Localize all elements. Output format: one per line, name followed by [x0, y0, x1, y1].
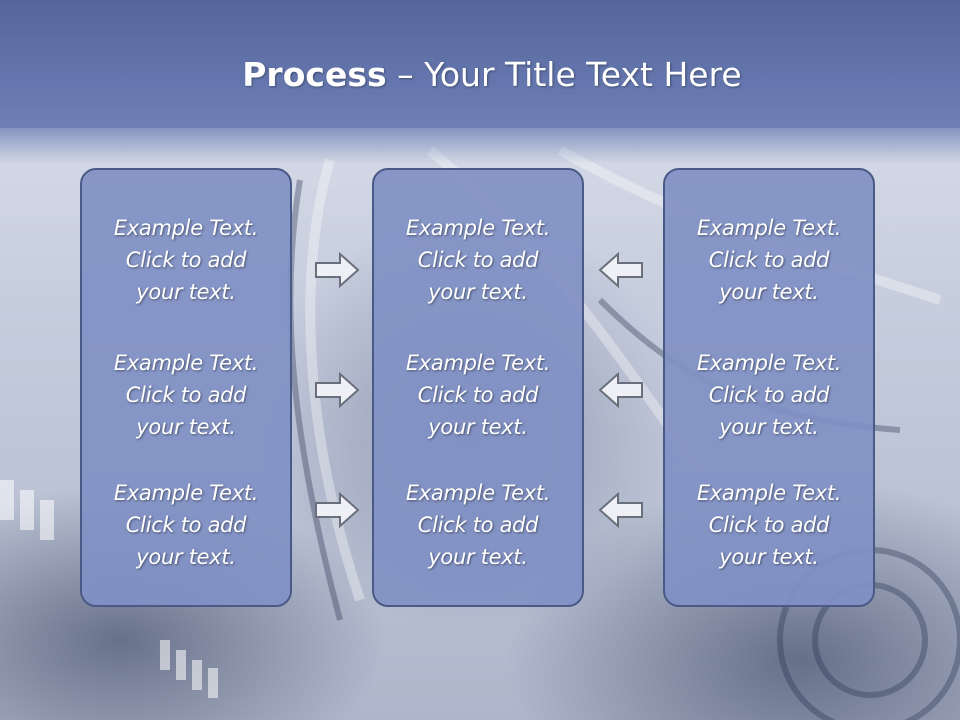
- text-placeholder[interactable]: Example Text. Click to add your text.: [665, 212, 873, 308]
- right-arrow-icon: [315, 252, 360, 288]
- right-arrow-icon: [315, 372, 360, 408]
- title-bar: [0, 0, 960, 128]
- text-line: Click to add: [125, 248, 247, 272]
- text-line: Example Text.: [113, 351, 259, 375]
- slide-title-text: – Your Title Text Here: [386, 55, 742, 94]
- process-box-right[interactable]: Example Text. Click to add your text. Ex…: [663, 168, 875, 607]
- text-placeholder[interactable]: Example Text. Click to add your text.: [82, 477, 290, 573]
- text-placeholder[interactable]: Example Text. Click to add your text.: [374, 477, 582, 573]
- text-line: your text.: [136, 415, 236, 439]
- text-line: Example Text.: [405, 216, 551, 240]
- text-line: your text.: [719, 415, 819, 439]
- text-placeholder[interactable]: Example Text. Click to add your text.: [665, 347, 873, 443]
- text-placeholder[interactable]: Example Text. Click to add your text.: [82, 347, 290, 443]
- process-box-middle[interactable]: Example Text. Click to add your text. Ex…: [372, 168, 584, 607]
- slide-title[interactable]: Process – Your Title Text Here: [0, 52, 960, 98]
- slide-title-bold: Process: [242, 55, 387, 94]
- text-placeholder[interactable]: Example Text. Click to add your text.: [374, 347, 582, 443]
- text-placeholder[interactable]: Example Text. Click to add your text.: [665, 477, 873, 573]
- text-line: your text.: [428, 280, 528, 304]
- text-line: your text.: [719, 545, 819, 569]
- text-line: Example Text.: [696, 351, 842, 375]
- text-line: Example Text.: [113, 481, 259, 505]
- text-placeholder[interactable]: Example Text. Click to add your text.: [82, 212, 290, 308]
- text-line: your text.: [428, 545, 528, 569]
- text-line: Example Text.: [405, 481, 551, 505]
- right-arrow-icon: [315, 492, 360, 528]
- text-line: your text.: [719, 280, 819, 304]
- text-line: Click to add: [417, 248, 539, 272]
- text-line: Click to add: [125, 383, 247, 407]
- text-line: Click to add: [708, 248, 830, 272]
- text-line: Example Text.: [405, 351, 551, 375]
- text-line: Click to add: [708, 383, 830, 407]
- text-line: your text.: [428, 415, 528, 439]
- text-line: your text.: [136, 280, 236, 304]
- text-line: Example Text.: [113, 216, 259, 240]
- left-arrow-icon: [598, 372, 643, 408]
- text-placeholder[interactable]: Example Text. Click to add your text.: [374, 212, 582, 308]
- text-line: Example Text.: [696, 481, 842, 505]
- left-arrow-icon: [598, 492, 643, 528]
- left-arrow-icon: [598, 252, 643, 288]
- text-line: your text.: [136, 545, 236, 569]
- text-line: Click to add: [708, 513, 830, 537]
- text-line: Click to add: [417, 383, 539, 407]
- text-line: Click to add: [417, 513, 539, 537]
- text-line: Example Text.: [696, 216, 842, 240]
- process-box-left[interactable]: Example Text. Click to add your text. Ex…: [80, 168, 292, 607]
- title-bar-fade: [0, 124, 960, 164]
- text-line: Click to add: [125, 513, 247, 537]
